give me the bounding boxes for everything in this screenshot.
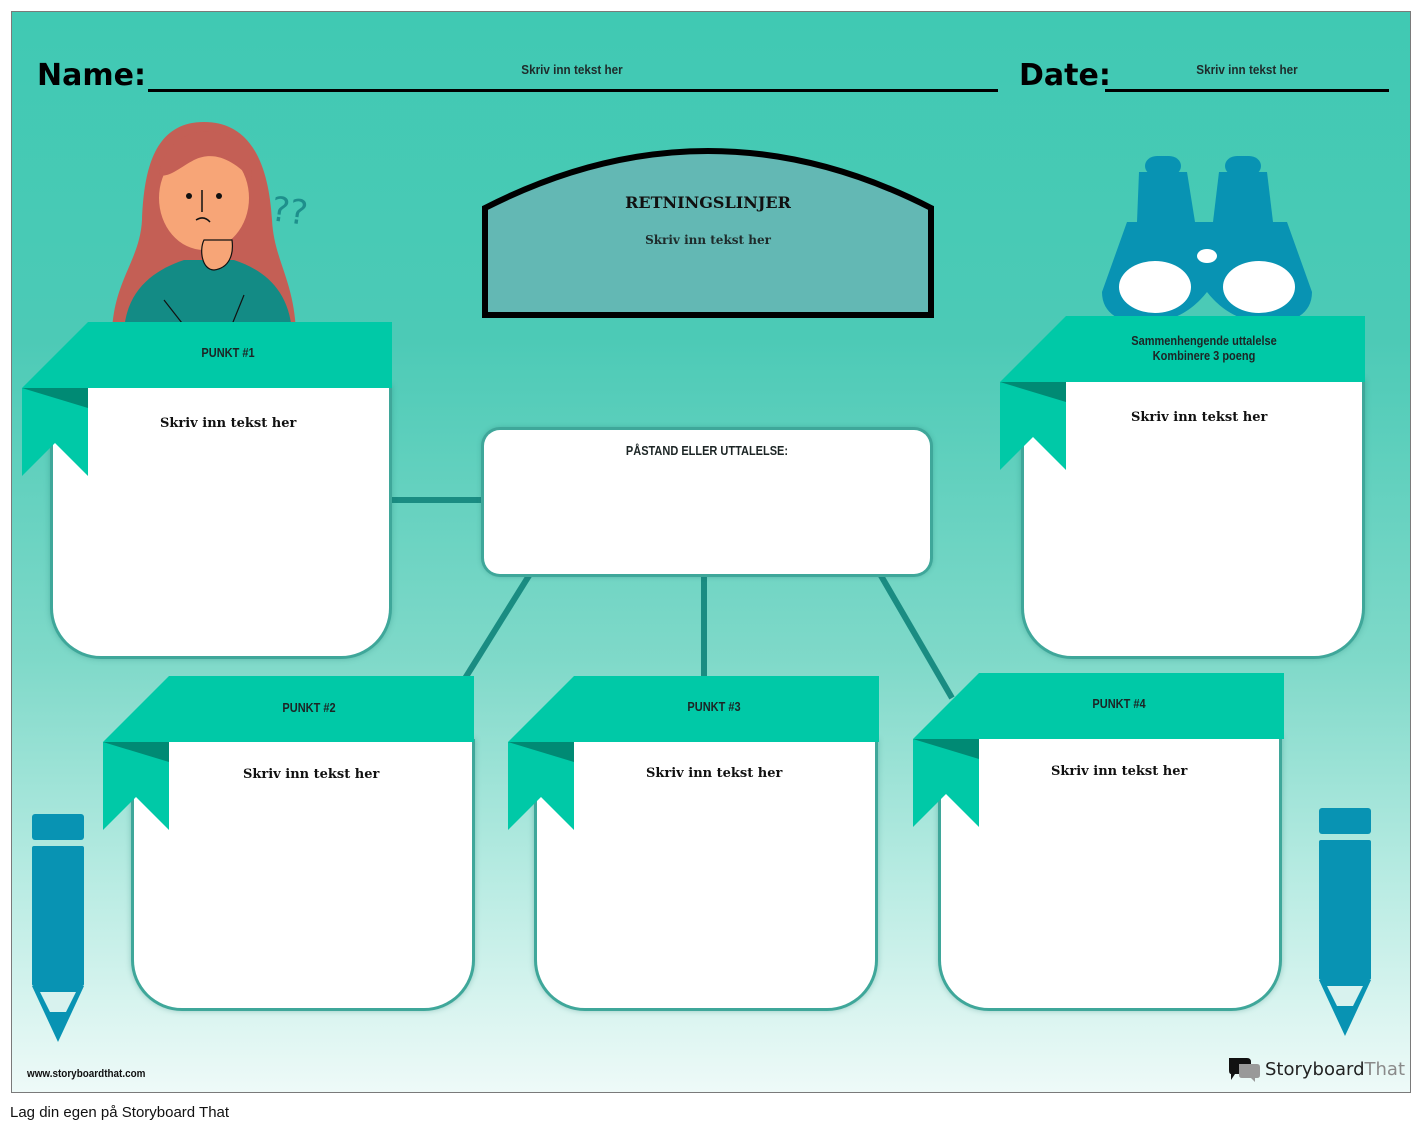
guidelines-text[interactable]: Skriv inn tekst her bbox=[645, 233, 771, 247]
name-label: Name: bbox=[37, 58, 146, 93]
point-2-title: PUNKT #2 bbox=[282, 701, 336, 715]
point-1-text[interactable]: Skriv inn tekst her bbox=[160, 416, 297, 431]
point-4-card[interactable] bbox=[941, 739, 1279, 1008]
date-input[interactable]: Skriv inn tekst her bbox=[1196, 62, 1298, 77]
create-your-own-link[interactable]: Lag din egen på Storyboard That bbox=[10, 1104, 230, 1121]
point-4-text[interactable]: Skriv inn tekst her bbox=[1051, 764, 1188, 779]
date-underline bbox=[1105, 89, 1389, 92]
thinking-girl-icon: ?? bbox=[112, 122, 310, 332]
ribbon-fold-icon bbox=[913, 739, 979, 827]
guidelines-title: RETNINGSLINJER bbox=[625, 193, 791, 212]
binoculars-icon bbox=[1102, 156, 1312, 324]
point-4-title: PUNKT #4 bbox=[1092, 697, 1146, 711]
worksheet: Name: Skriv inn tekst her Date: Skriv in… bbox=[11, 11, 1411, 1093]
name-underline bbox=[148, 89, 998, 92]
connector-line bbox=[461, 572, 533, 682]
point-1-title: PUNKT #1 bbox=[201, 346, 255, 360]
ribbon-fold-icon bbox=[103, 742, 169, 830]
svg-text:??: ?? bbox=[269, 189, 310, 234]
brand-name: StoryboardThat bbox=[1265, 1059, 1405, 1080]
point-3-banner bbox=[508, 676, 879, 742]
coherent-statement-title: Sammenhengende uttalelse Kombinere 3 poe… bbox=[1081, 334, 1327, 364]
storyboardthat-logo[interactable]: StoryboardThat bbox=[1227, 1056, 1405, 1082]
claim-title: PÅSTAND ELLER UTTALELSE: bbox=[625, 444, 789, 458]
brand-main: Storyboard bbox=[1265, 1058, 1365, 1080]
coherent-statement-text[interactable]: Skriv inn tekst her bbox=[1131, 410, 1268, 425]
point-2-card[interactable] bbox=[134, 742, 472, 1008]
point-3-title: PUNKT #3 bbox=[687, 700, 741, 714]
name-input[interactable]: Skriv inn tekst her bbox=[521, 62, 623, 77]
connector-line bbox=[877, 572, 955, 700]
footer-url[interactable]: www.storyboardthat.com bbox=[27, 1068, 146, 1080]
point-3-text[interactable]: Skriv inn tekst her bbox=[646, 766, 783, 781]
point-2-banner bbox=[103, 676, 474, 742]
brand-that: That bbox=[1364, 1058, 1406, 1080]
date-label: Date: bbox=[1019, 58, 1111, 93]
ribbon-fold-icon bbox=[1000, 382, 1066, 470]
pencil-icon bbox=[32, 814, 84, 1042]
pencil-icon bbox=[1319, 808, 1371, 1036]
speech-bubbles-icon bbox=[1229, 1058, 1260, 1082]
ribbon-fold-icon bbox=[22, 388, 88, 476]
coherent-statement-card[interactable] bbox=[1024, 382, 1362, 656]
coherent-statement-banner bbox=[1000, 316, 1365, 382]
point-4-banner bbox=[913, 673, 1284, 739]
connector-line bbox=[701, 574, 707, 679]
claim-box[interactable] bbox=[484, 430, 930, 574]
point-3-card[interactable] bbox=[537, 742, 875, 1008]
coherent-statement-title-line1: Sammenhengende uttalelse bbox=[1131, 334, 1277, 348]
ribbon-fold-icon bbox=[508, 742, 574, 830]
connector-line bbox=[390, 497, 486, 503]
guidelines-panel bbox=[482, 148, 934, 318]
point-2-text[interactable]: Skriv inn tekst her bbox=[243, 767, 380, 782]
coherent-statement-title-line2: Kombinere 3 poeng bbox=[1152, 349, 1256, 363]
point-1-banner bbox=[22, 322, 392, 388]
point-1-card[interactable] bbox=[53, 388, 389, 656]
